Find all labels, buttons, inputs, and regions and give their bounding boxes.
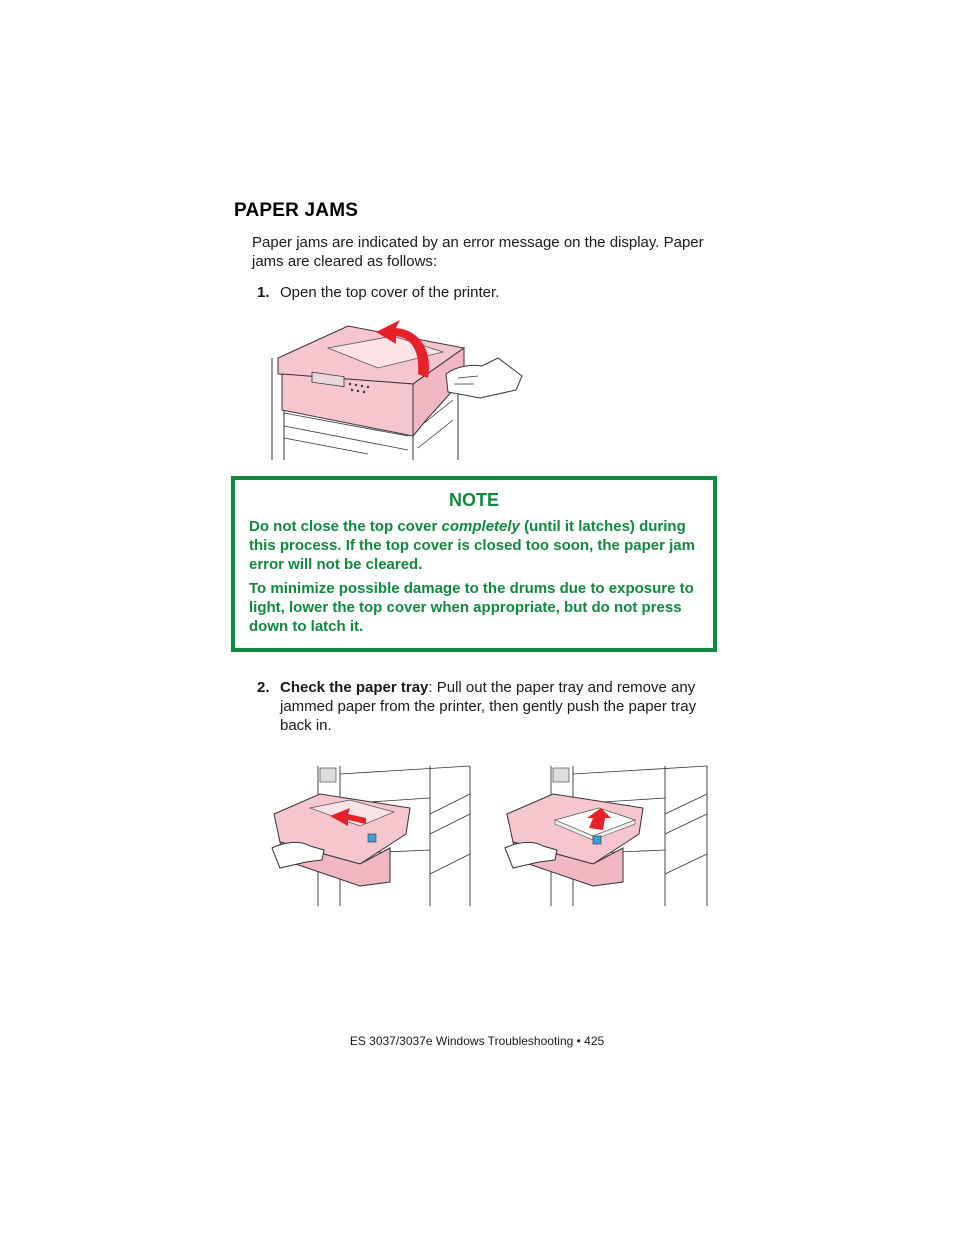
intro-paragraph: Paper jams are indicated by an error mes… xyxy=(252,234,704,270)
push-tray-back-illustration xyxy=(504,765,708,906)
note-paragraph-1: Do not close the top cover completely (u… xyxy=(249,517,701,574)
note-p1-after: (until it latches) during this process. … xyxy=(249,518,695,573)
note-title: NOTE xyxy=(448,490,499,510)
step-2-number: 2. xyxy=(257,679,270,696)
note-p1-emphasis: completely xyxy=(441,518,520,535)
note-p1-before: Do not close the top cover xyxy=(249,518,442,535)
step-2-bold: Check the paper tray xyxy=(280,679,429,696)
note-box: NOTE Do not close the top cover complete… xyxy=(231,476,717,652)
step-1-text: Open the top cover of the printer. xyxy=(280,284,500,301)
remove-jammed-paper-illustration xyxy=(271,765,471,906)
page-heading: PAPER JAMS xyxy=(234,200,359,221)
step-2-text: Check the paper tray: Pull out the paper… xyxy=(280,678,720,735)
step-2-rest: : Pull out the paper tray and remove any… xyxy=(280,679,697,734)
open-top-cover-illustration xyxy=(271,320,523,460)
step-1-number: 1. xyxy=(257,284,270,301)
page-footer: ES 3037/3037e Windows Troubleshooting • … xyxy=(349,1034,605,1048)
note-paragraph-2: To minimize possible damage to the drums… xyxy=(249,580,694,635)
